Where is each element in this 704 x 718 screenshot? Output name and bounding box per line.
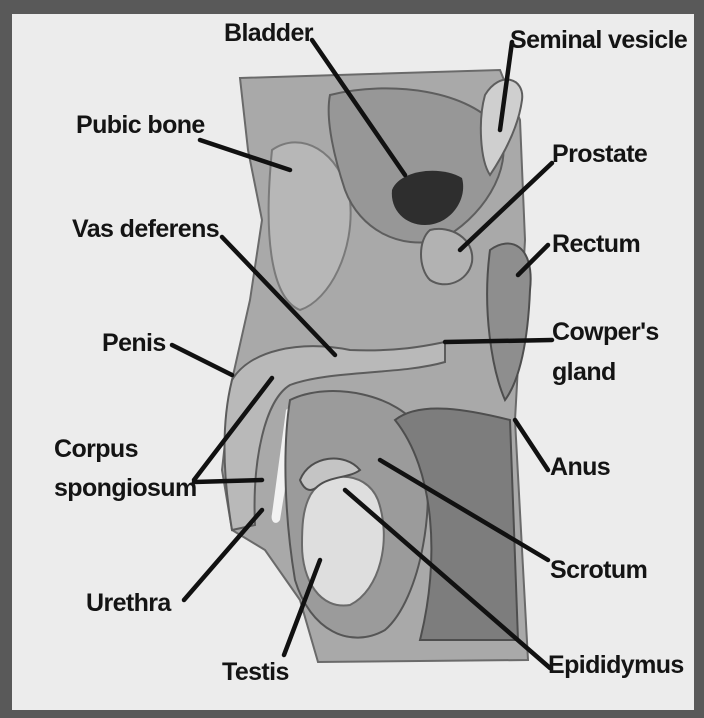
label-cowpers-gland-line2: gland bbox=[552, 358, 616, 386]
label-epididymus: Epididymus bbox=[548, 651, 684, 679]
label-urethra: Urethra bbox=[86, 589, 172, 617]
label-prostate: Prostate bbox=[552, 140, 648, 168]
label-scrotum: Scrotum bbox=[550, 556, 647, 584]
testis-shape bbox=[302, 477, 384, 606]
label-testis: Testis bbox=[222, 658, 289, 686]
label-corpus-spongiosum-line2: spongiosum bbox=[54, 474, 197, 502]
label-vas-deferens: Vas deferens bbox=[72, 215, 219, 243]
label-cowpers-gland-line1: Cowper's bbox=[552, 318, 659, 346]
label-pubic-bone: Pubic bone bbox=[76, 111, 205, 139]
label-corpus-spongiosum-line1: Corpus bbox=[54, 435, 138, 463]
leader-anus bbox=[515, 420, 548, 470]
leader-penis bbox=[172, 345, 232, 375]
label-penis: Penis bbox=[102, 329, 166, 357]
anatomy-illustration bbox=[222, 70, 531, 662]
label-rectum: Rectum bbox=[552, 230, 640, 258]
leader-urethra bbox=[184, 510, 262, 600]
leader-corpus-spongiosum-b bbox=[194, 480, 262, 482]
leader-cowpers-gland bbox=[445, 340, 552, 342]
label-seminal-vesicle: Seminal vesicle bbox=[510, 26, 688, 54]
label-anus: Anus bbox=[550, 453, 610, 481]
label-bladder: Bladder bbox=[224, 19, 314, 47]
